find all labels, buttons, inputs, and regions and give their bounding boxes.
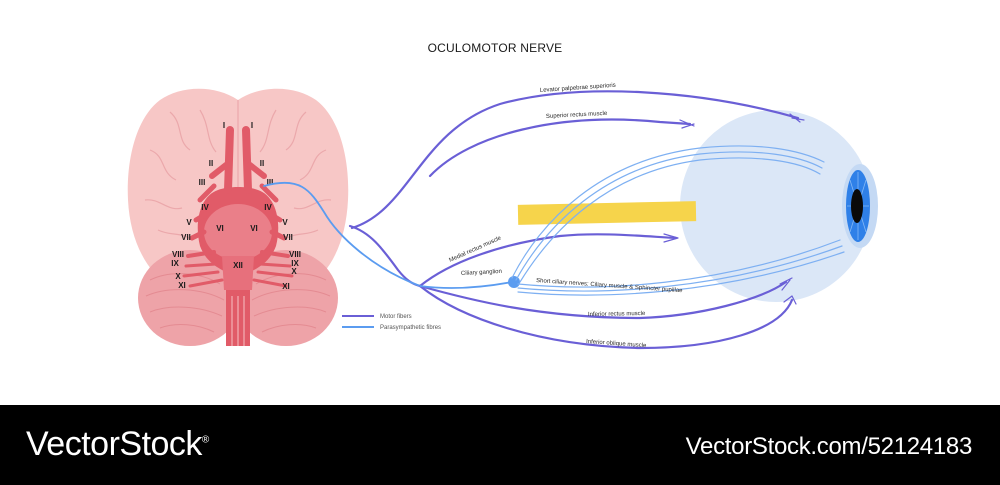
image-id: VectorStock.com/52124183 — [685, 433, 973, 460]
cn-label-v-left: V — [186, 218, 192, 227]
cn-label-vii-left: VII — [181, 233, 191, 242]
motor-trunk — [348, 224, 422, 288]
ciliary-ganglion — [508, 276, 520, 288]
cn-label-viii-right: VIII — [289, 250, 301, 259]
nerve-superior-rectus — [428, 118, 692, 178]
oculomotor-nerve-paths — [263, 90, 845, 350]
eye — [680, 110, 878, 302]
nerve-inferior-rectus — [418, 280, 788, 320]
legend-motor-label: Motor fibers — [380, 314, 412, 320]
label-inferior-oblique: Inferior oblique muscle — [586, 339, 647, 349]
diagram-title: OCULOMOTOR NERVE — [428, 41, 563, 55]
pupil — [851, 189, 863, 223]
brand-text: VectorStock — [26, 425, 202, 463]
cn-label-vii-right: VII — [283, 233, 293, 242]
cn-label-ix-right: IX — [291, 259, 299, 268]
legend: Motor fibers Parasympathetic fibres — [342, 314, 441, 331]
short-ciliary-nerve-upper — [511, 145, 825, 279]
cn-label-v-right: V — [282, 218, 288, 227]
cn-label-xi-left: XI — [178, 281, 186, 290]
cn-label-vi-right: VI — [250, 224, 258, 233]
orbital-bone-bar — [517, 201, 697, 225]
cn-label-i-right: I — [251, 121, 253, 130]
cn-label-xi-right: XI — [282, 282, 290, 291]
cn-label-i-left: I — [223, 121, 225, 130]
cn-label-x-right: X — [291, 267, 297, 276]
label-inferior-rectus: Inferior rectus muscle — [588, 311, 646, 318]
registered-mark: ® — [201, 434, 209, 446]
cn-label-iv-left: IV — [201, 203, 209, 212]
pons — [204, 204, 272, 260]
illustration-canvas: OCULOMOTOR NERVE — [127, 41, 878, 350]
cn-label-vi-left: VI — [216, 224, 224, 233]
label-superior-rectus: Superior rectus muscle — [546, 111, 608, 120]
cn-label-ix-left: IX — [171, 259, 179, 268]
watermark-footer: VectorStock® VectorStock.com/52124183 — [0, 405, 1000, 485]
label-levator-palpebrae: Levator palpebrae superioris — [540, 83, 616, 94]
cerebellum-left — [138, 250, 242, 346]
brain: I I II II III III IV IV V V VI VI VII VI… — [127, 88, 349, 346]
cn-label-iv-right: IV — [264, 203, 272, 212]
cn-label-x-left: X — [175, 272, 181, 281]
cn-label-ii-right: II — [260, 159, 264, 168]
cn-label-iii-right: III — [267, 178, 274, 187]
cerebellum-folia — [145, 273, 331, 333]
legend-parasympathetic-label: Parasympathetic fibres — [380, 325, 441, 331]
cn-label-iii-left: III — [199, 178, 206, 187]
vectorstock-logo: VectorStock® — [26, 425, 209, 464]
nerve-levator-palpebrae — [350, 90, 800, 230]
spinal-fibres — [231, 296, 245, 346]
cranial-nerve-roots — [182, 126, 294, 288]
nerve-inferior-oblique — [418, 284, 794, 350]
cn-label-viii-left: VIII — [172, 250, 184, 259]
cerebellum-right — [234, 250, 338, 346]
label-ciliary-ganglion: Ciliary ganglion — [461, 269, 502, 277]
cn-label-xii: XII — [233, 261, 243, 270]
parasympathetic-to-ganglion — [419, 281, 513, 289]
oculomotor-diagram: OCULOMOTOR NERVE — [127, 41, 878, 350]
medulla — [222, 256, 254, 290]
nerve-medial-rectus — [418, 233, 678, 288]
short-ciliary-nerve-lower — [517, 239, 841, 288]
parasympathetic-root — [263, 181, 421, 287]
cn-label-ii-left: II — [209, 159, 213, 168]
